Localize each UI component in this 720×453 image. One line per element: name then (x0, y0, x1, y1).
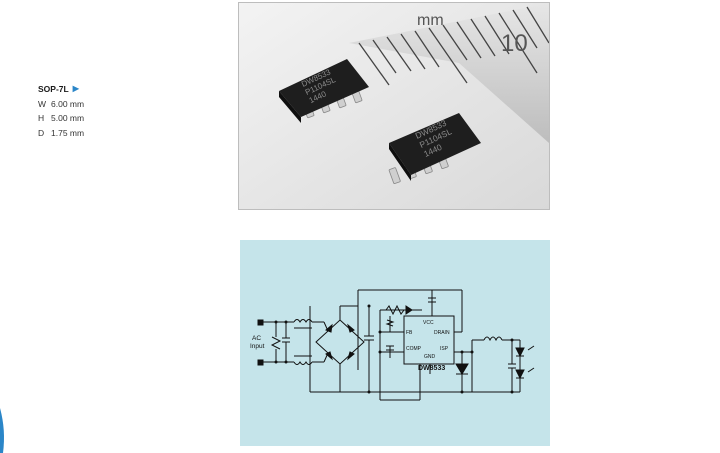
dim-row-w: W 6.00 mm (38, 98, 85, 109)
ic-name: DW8533 (418, 365, 445, 372)
photo-illustration: mm 10 DW8533 P1104SL 1440 (239, 3, 549, 209)
package-spec: SOP-7L ▶ W 6.00 mm H 5.00 mm D 1.75 mm (38, 82, 84, 140)
schematic-diagram: AC Input VCC FB DRAIN COMP ISP GND DW853… (250, 289, 535, 401)
pin-vcc: VCC (423, 320, 434, 326)
package-title: SOP-7L ▶ (38, 82, 84, 97)
ruler-unit: mm (417, 12, 444, 29)
pin-comp: COMP (406, 346, 422, 352)
play-arrow-icon[interactable]: ▶ (72, 84, 79, 93)
pin-drain: DRAIN (434, 330, 450, 336)
chip-1: DW8533 P1104SL 1440 (279, 59, 369, 123)
ac-input-label-1: AC (252, 335, 261, 342)
ruler: mm 10 (349, 3, 549, 143)
product-photo: mm 10 DW8533 P1104SL 1440 (238, 2, 550, 210)
pin-gnd: GND (424, 354, 436, 360)
edge-accent (0, 408, 4, 453)
pin-isp: ISP (440, 346, 449, 352)
ruler-number: 10 (501, 30, 528, 57)
application-schematic: AC Input VCC FB DRAIN COMP ISP GND DW853… (240, 240, 550, 446)
dim-row-h: H 5.00 mm (38, 113, 85, 123)
pin-fb: FB (406, 330, 413, 336)
dim-row-d: D 1.75 mm (38, 127, 85, 138)
package-name: SOP-7L (38, 84, 69, 94)
ac-input-label-2: Input (250, 343, 265, 350)
